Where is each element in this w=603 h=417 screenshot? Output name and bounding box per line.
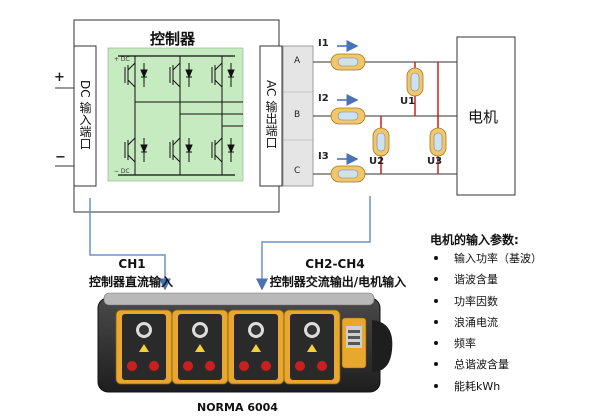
param-item: 总谐波含量	[430, 354, 542, 375]
power-analyzer-device	[97, 292, 393, 393]
phase-letter-b: B	[294, 110, 301, 120]
voltage-label-u3: U3	[427, 156, 443, 167]
motor-label: 电机	[468, 108, 499, 126]
phase-letter-c: C	[294, 166, 301, 176]
param-item: 输入功率（基波）	[430, 248, 542, 269]
dc-port-label: DC 输入端口	[78, 80, 92, 150]
channel-1-subtitle: 控制器直流输入	[88, 275, 173, 289]
inverter-dc-minus-label: − DC	[114, 168, 130, 175]
voltage-probe-u1	[406, 67, 424, 97]
dc-minus-sign: −	[55, 150, 66, 165]
ch1-signal-line	[89, 198, 171, 291]
channel-2-4-subtitle: 控制器交流输出/电机输入	[269, 275, 407, 289]
ch2-ch4-signal-line	[256, 196, 371, 291]
param-heading: 电机的输入参数:	[430, 233, 519, 247]
param-item: 浪涌电流	[430, 312, 542, 333]
controller-title: 控制器	[150, 30, 196, 48]
inverter-dc-plus-label: + DC	[114, 56, 130, 63]
current-label-i3: I3	[318, 151, 329, 162]
current-clamp-i3	[330, 165, 366, 183]
dc-plus-sign: +	[54, 70, 65, 85]
current-label-i1: I1	[318, 38, 329, 49]
phase-letter-a: A	[294, 56, 301, 66]
dc-input-port	[73, 45, 97, 187]
param-item: 能耗kWh	[430, 376, 542, 397]
current-label-i2: I2	[318, 93, 329, 104]
param-item: 频率	[430, 333, 542, 354]
voltage-probe-u2	[372, 127, 390, 157]
motor-box	[456, 36, 516, 196]
ac-port-label: AC 输出端口	[264, 80, 278, 149]
ac-output-port	[259, 45, 283, 187]
voltage-label-u1: U1	[400, 96, 416, 107]
voltage-probe-u3	[429, 127, 447, 157]
channel-1-title: CH1	[118, 257, 146, 271]
param-item: 功率因数	[430, 291, 542, 312]
param-list: 输入功率（基波） 谐波含量 功率因数 浪涌电流 频率 总谐波含量 能耗kWh	[430, 248, 542, 397]
igbt-switches	[124, 62, 235, 163]
current-clamp-i2	[330, 107, 366, 125]
channel-2-4-title: CH2-CH4	[305, 257, 365, 271]
current-clamp-i1	[330, 53, 366, 71]
param-item: 谐波含量	[430, 269, 542, 290]
device-name: NORMA 6004	[197, 401, 278, 414]
voltage-label-u2: U2	[369, 156, 385, 167]
